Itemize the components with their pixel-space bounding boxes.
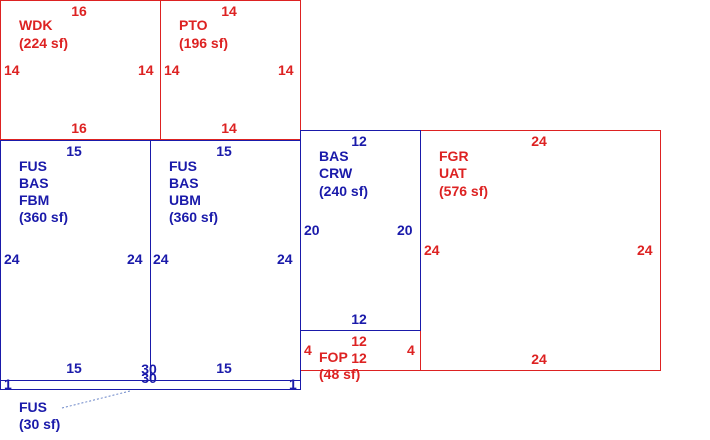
ubm-area: (360 sf) — [169, 209, 218, 225]
strip-left-dim: 1 — [4, 376, 12, 392]
wdk-code: WDK — [19, 17, 52, 33]
area-outlines — [0, 0, 661, 409]
strip-outline — [0, 380, 301, 390]
fbm-line3: FBM — [19, 192, 49, 208]
uat-left-dim: 24 — [424, 242, 440, 258]
crw-right-dim: 20 — [397, 222, 413, 238]
strip-right-dim: 1 — [289, 376, 297, 392]
fop-top-dim: 12 — [351, 333, 367, 349]
area-fop: FOP (48 sf) 12 12 4 4 — [304, 333, 415, 382]
crw-top-dim: 12 — [351, 133, 367, 149]
ubm-line2: BAS — [169, 175, 199, 191]
fop-bottom-dim: 12 — [351, 350, 367, 366]
ubm-line1: FUS — [169, 158, 197, 174]
pto-area: (196 sf) — [179, 35, 228, 51]
ubm-right-dim: 24 — [277, 251, 293, 267]
fbm-line2: BAS — [19, 175, 49, 191]
fbm-right-dim: 24 — [127, 251, 143, 267]
crw-line2: CRW — [319, 165, 353, 181]
fop-right-dim: 4 — [407, 342, 415, 358]
crw-bottom-dim: 12 — [351, 311, 367, 327]
ubm-line3: UBM — [169, 192, 201, 208]
strip-bottom-dim: 30 — [141, 370, 157, 386]
wdk-top-dim: 16 — [71, 3, 87, 19]
strip-area: (30 sf) — [19, 416, 60, 432]
uat-area: (576 sf) — [439, 183, 488, 199]
ubm-bottom-dim: 15 — [216, 360, 232, 376]
wdk-left-dim: 14 — [4, 62, 20, 78]
uat-right-dim: 24 — [637, 242, 653, 258]
ubm-left-dim: 24 — [153, 251, 169, 267]
fbm-top-dim: 15 — [66, 143, 82, 159]
fbm-bottom-dim: 15 — [66, 360, 82, 376]
fop-left-dim: 4 — [304, 342, 312, 358]
area-wdk: WDK (224 sf) 16 16 14 14 — [4, 3, 154, 136]
fbm-line1: FUS — [19, 158, 47, 174]
fop-area: (48 sf) — [319, 366, 360, 382]
area-fbm: FUS BAS FBM (360 sf) 15 15 24 24 — [4, 143, 143, 376]
fbm-left-dim: 24 — [4, 251, 20, 267]
strip-top-dim: 30 — [141, 361, 157, 377]
fop-code: FOP — [319, 349, 348, 365]
pto-outline — [160, 0, 301, 140]
strip-code: FUS — [19, 399, 47, 415]
crw-line1: BAS — [319, 148, 349, 164]
wdk-right-dim: 14 — [138, 62, 154, 78]
ubm-top-dim: 15 — [216, 143, 232, 159]
pto-right-dim: 14 — [278, 62, 294, 78]
wdk-bottom-dim: 16 — [71, 120, 87, 136]
wdk-area: (224 sf) — [19, 35, 68, 51]
pto-bottom-dim: 14 — [221, 120, 237, 136]
uat-top-dim: 24 — [531, 133, 547, 149]
area-uat: FGR UAT (576 sf) 24 24 24 24 — [424, 133, 653, 367]
crw-left-dim: 20 — [304, 222, 320, 238]
pto-top-dim: 14 — [221, 3, 237, 19]
crw-area: (240 sf) — [319, 183, 368, 199]
uat-line2: UAT — [439, 165, 467, 181]
uat-bottom-dim: 24 — [531, 351, 547, 367]
fbm-area: (360 sf) — [19, 209, 68, 225]
uat-line1: FGR — [439, 148, 469, 164]
area-strip: FUS (30 sf) 30 30 1 1 — [4, 361, 297, 432]
strip-leader-line — [61, 390, 131, 409]
area-pto: PTO (196 sf) 14 14 14 14 — [164, 3, 294, 136]
pto-code: PTO — [179, 17, 208, 33]
pto-left-dim: 14 — [164, 62, 180, 78]
crw-outline — [300, 130, 421, 331]
area-crw: BAS CRW (240 sf) 12 12 20 20 — [304, 133, 413, 327]
area-ubm: FUS BAS UBM (360 sf) 15 15 24 24 — [153, 143, 293, 376]
